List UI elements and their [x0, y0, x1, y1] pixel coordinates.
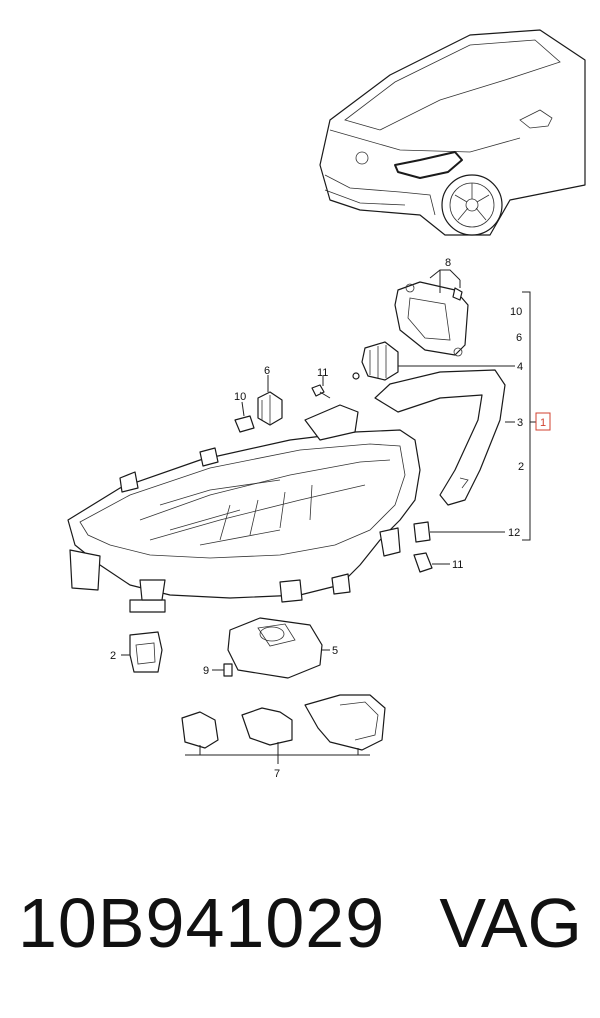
callout-11-right: 11 [452, 559, 463, 571]
headlight-exploded-diagram: 1 8 10 6 4 3 2 12 11 6 11 10 2 5 9 7 [67, 29, 586, 780]
part-number: 10B941029 [18, 884, 386, 962]
part-5-control-module [227, 617, 330, 679]
headlight-housing [67, 404, 421, 613]
part-7-brackets [181, 694, 386, 764]
part-12-clip [413, 521, 505, 543]
part-4-bulb [352, 341, 515, 381]
part-11-screw [311, 376, 331, 399]
part-6-bulb-holder [257, 375, 283, 426]
callout-10-left: 10 [234, 391, 246, 403]
car-illustration [319, 29, 586, 236]
callout-11-top: 11 [317, 367, 328, 379]
part-8-bracket [394, 269, 469, 357]
callout-9: 9 [203, 665, 209, 677]
part-2-connector [121, 631, 163, 673]
callout-1-box [535, 412, 551, 431]
callout-8: 8 [445, 257, 451, 269]
callout-2-left: 2 [110, 650, 116, 662]
part-10-small-bulb [234, 401, 255, 433]
callout-6-right: 6 [516, 332, 522, 344]
callout-12: 12 [508, 527, 520, 539]
part-11-screw-right [413, 552, 450, 573]
part-3-trim-strip [374, 369, 515, 506]
callout-4: 4 [517, 361, 523, 373]
callout-labels: 1 8 10 6 4 3 2 12 11 6 11 10 2 5 9 7 [110, 257, 551, 780]
brand-label: VAG [439, 884, 582, 962]
part-9-screw [212, 663, 233, 677]
callout-3: 3 [517, 417, 523, 429]
callout-7: 7 [274, 768, 280, 780]
callout-6-top: 6 [264, 365, 270, 377]
callout-10-right: 10 [510, 306, 522, 318]
callout-1: 1 [540, 417, 546, 429]
callout-2-right: 2 [518, 461, 524, 473]
callout-5: 5 [332, 645, 338, 657]
